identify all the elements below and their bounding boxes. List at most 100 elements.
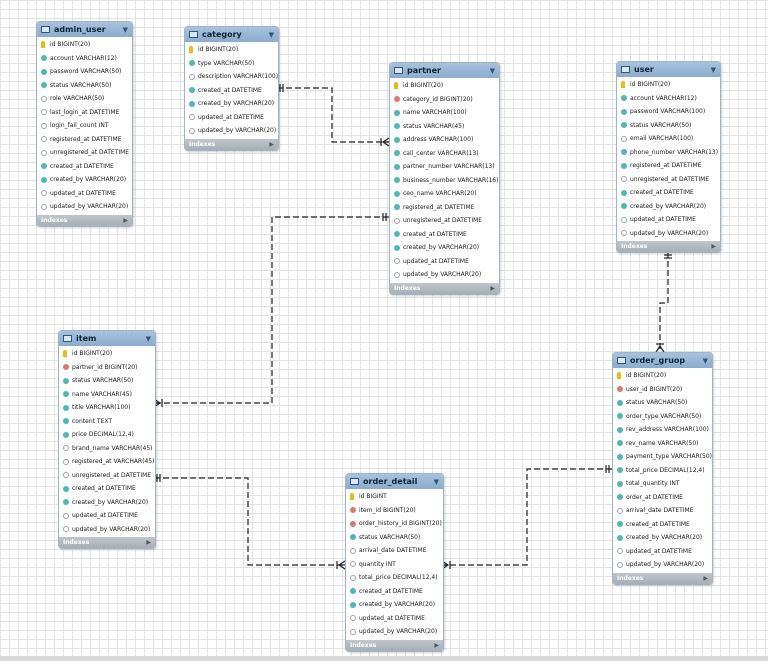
indexes-section[interactable]: Indexes▶ [59,537,155,548]
column-row[interactable]: status VARCHAR(50) [617,119,720,133]
column-row[interactable]: last_login_at DATETIME [37,106,132,120]
column-row[interactable]: status VARCHAR(45) [390,120,499,134]
column-row[interactable]: login_fail_count INT [37,119,132,133]
collapse-caret-icon[interactable]: ▼ [710,65,716,74]
column-row[interactable]: rev_address VARCHAR(100) [613,423,712,437]
column-row[interactable]: item_id BIGINT(20) [346,504,443,518]
column-row[interactable]: created_by VARCHAR(20) [185,97,278,111]
column-row[interactable]: updated_by VARCHAR(20) [613,558,712,572]
column-row[interactable]: status VARCHAR(50) [37,79,132,93]
column-row[interactable]: updated_by VARCHAR(20) [59,523,155,537]
collapse-caret-icon[interactable]: ▼ [489,66,495,75]
column-row[interactable]: created_by VARCHAR(20) [37,173,132,187]
table-header[interactable]: category▼ [185,27,278,42]
column-row[interactable]: total_price DECIMAL(12,4) [346,571,443,585]
table-header[interactable]: order_gruop▼ [613,353,712,368]
column-row[interactable]: content TEXT [59,415,155,429]
column-row[interactable]: order_type VARCHAR(50) [613,410,712,424]
column-row[interactable]: registered_at DATETIME [37,133,132,147]
column-row[interactable]: type VARCHAR(50) [185,57,278,71]
column-row[interactable]: updated_at DATETIME [59,509,155,523]
column-row[interactable]: id BIGINT [346,490,443,504]
column-row[interactable]: id BIGINT(20) [613,369,712,383]
column-row[interactable]: status VARCHAR(50) [613,396,712,410]
column-row[interactable]: password VARCHAR(50) [37,65,132,79]
column-row[interactable]: id BIGINT(20) [617,78,720,92]
column-row[interactable]: updated_by VARCHAR(20) [390,268,499,282]
column-row[interactable]: created_at DATETIME [185,84,278,98]
expand-arrow-icon[interactable]: ▶ [434,641,439,649]
collapse-caret-icon[interactable]: ▼ [268,30,274,39]
column-row[interactable]: unregistered_at DATETIME [37,146,132,160]
table-header[interactable]: item▼ [59,331,155,346]
column-row[interactable]: rev_name VARCHAR(50) [613,437,712,451]
column-row[interactable]: order_at DATETIME [613,491,712,505]
expand-arrow-icon[interactable]: ▶ [123,216,128,224]
table-admin-user[interactable]: admin_user▼id BIGINT(20)account VARCHAR(… [36,21,133,227]
column-row[interactable]: category_id BIGINT(20) [390,93,499,107]
table-partner[interactable]: partner▼id BIGINT(20)category_id BIGINT(… [389,62,500,295]
column-row[interactable]: email VARCHAR(100) [617,132,720,146]
indexes-section[interactable]: Indexes▶ [613,572,712,584]
column-row[interactable]: password VARCHAR(100) [617,105,720,119]
horizontal-scrollbar[interactable] [0,656,768,661]
collapse-caret-icon[interactable]: ▼ [433,477,439,486]
column-row[interactable]: order_history_id BIGINT(20) [346,517,443,531]
column-row[interactable]: updated_at DATETIME [613,545,712,559]
column-row[interactable]: updated_at DATETIME [617,213,720,227]
indexes-section[interactable]: Indexes▶ [390,282,499,294]
column-row[interactable]: id BIGINT(20) [390,79,499,93]
column-row[interactable]: created_by VARCHAR(20) [59,496,155,510]
column-row[interactable]: registered_at DATETIME [390,201,499,215]
column-row[interactable]: price DECIMAL(12,4) [59,428,155,442]
column-row[interactable]: title VARCHAR(100) [59,401,155,415]
table-order-gruop[interactable]: order_gruop▼id BIGINT(20)user_id BIGINT(… [612,352,713,585]
expand-arrow-icon[interactable]: ▶ [146,539,151,546]
column-row[interactable]: partner_number VARCHAR(13) [390,160,499,174]
column-row[interactable]: updated_at DATETIME [390,255,499,269]
column-row[interactable]: business_number VARCHAR(16) [390,174,499,188]
column-row[interactable]: created_at DATETIME [37,160,132,174]
column-row[interactable]: created_at DATETIME [346,585,443,599]
table-header[interactable]: partner▼ [390,63,499,78]
column-row[interactable]: unregistered_at DATETIME [617,173,720,187]
column-row[interactable]: updated_by VARCHAR(20) [185,124,278,138]
collapse-caret-icon[interactable]: ▼ [145,334,151,343]
table-header[interactable]: user▼ [617,62,720,77]
column-row[interactable]: created_at DATETIME [59,482,155,496]
column-row[interactable]: description VARCHAR(100) [185,70,278,84]
column-row[interactable]: updated_by VARCHAR(20) [346,625,443,639]
table-user[interactable]: user▼id BIGINT(20)account VARCHAR(12)pas… [616,61,721,253]
column-row[interactable]: name VARCHAR(45) [59,388,155,402]
column-row[interactable]: created_at DATETIME [617,186,720,200]
table-item[interactable]: item▼id BIGINT(20)partner_id BIGINT(20)s… [58,330,156,549]
column-row[interactable]: updated_by VARCHAR(20) [617,227,720,241]
column-row[interactable]: total_price DECIMAL(12,4) [613,464,712,478]
column-row[interactable]: address VARCHAR(100) [390,133,499,147]
table-header[interactable]: admin_user▼ [37,22,132,37]
column-row[interactable]: role VARCHAR(50) [37,92,132,106]
expand-arrow-icon[interactable]: ▶ [269,140,274,148]
column-row[interactable]: unregistered_at DATETIME [390,214,499,228]
collapse-caret-icon[interactable]: ▼ [702,356,708,365]
column-row[interactable]: created_by VARCHAR(20) [390,241,499,255]
column-row[interactable]: status VARCHAR(50) [346,531,443,545]
column-row[interactable]: name VARCHAR(100) [390,106,499,120]
column-row[interactable]: updated_at DATETIME [346,612,443,626]
column-row[interactable]: partner_id BIGINT(20) [59,361,155,375]
column-row[interactable]: account VARCHAR(12) [37,52,132,66]
column-row[interactable]: user_id BIGINT(20) [613,383,712,397]
column-row[interactable]: id BIGINT(20) [59,347,155,361]
column-row[interactable]: registered_at DATETIME [617,159,720,173]
column-row[interactable]: unregistered_at DATETIME [59,469,155,483]
column-row[interactable]: quantity INT [346,558,443,572]
column-row[interactable]: created_by VARCHAR(20) [346,598,443,612]
column-row[interactable]: status VARCHAR(50) [59,374,155,388]
expand-arrow-icon[interactable]: ▶ [490,284,495,292]
column-row[interactable]: id BIGINT(20) [37,38,132,52]
table-category[interactable]: category▼id BIGINT(20)type VARCHAR(50)de… [184,26,279,151]
column-row[interactable]: payment_type VARCHAR(50) [613,450,712,464]
column-row[interactable]: created_at DATETIME [613,518,712,532]
indexes-section[interactable]: Indexes▶ [37,214,132,226]
